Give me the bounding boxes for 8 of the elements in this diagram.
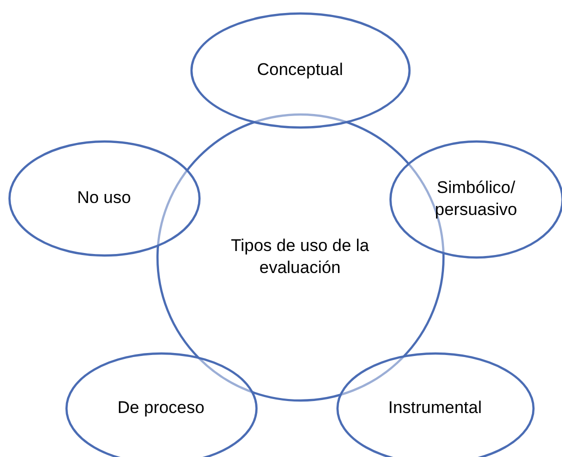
node-label: No uso	[76, 187, 132, 209]
ellipse-node	[190, 12, 410, 128]
node-label: Instrumental	[387, 397, 483, 419]
node-label: Conceptual	[256, 59, 344, 81]
ellipse-node	[8, 140, 200, 256]
node-label: Simbólico/ persuasivo	[434, 177, 518, 221]
node-label: Tipos de uso de la evaluación	[230, 235, 370, 279]
node-label: De proceso	[116, 397, 206, 419]
